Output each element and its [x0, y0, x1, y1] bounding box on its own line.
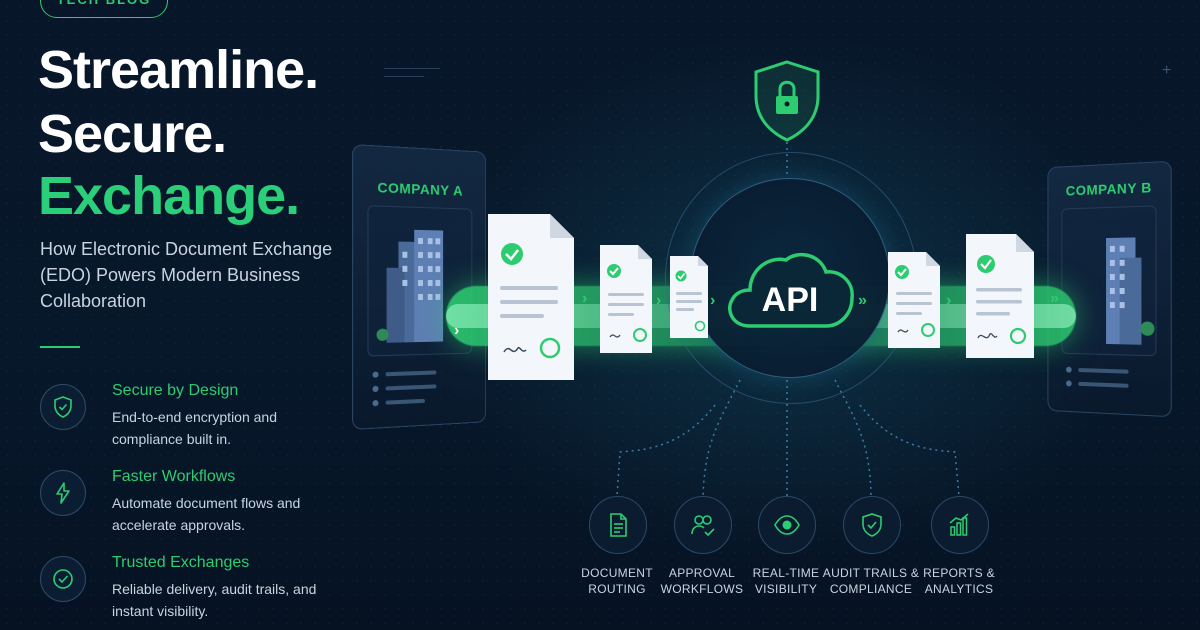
shield-check-icon	[40, 384, 86, 430]
document-card	[888, 252, 940, 348]
company-b-panel: COMPANY B	[1047, 160, 1172, 418]
feature-secure: Secure by Design End-to-end encryption a…	[40, 382, 370, 462]
eye-icon	[758, 496, 816, 554]
decor-line	[384, 68, 440, 69]
headline-line-1: Streamline.	[38, 40, 319, 100]
document-card	[600, 245, 652, 353]
capability-label: REPORTS &ANALYTICS	[923, 566, 995, 596]
feature-title: Secure by Design	[112, 382, 239, 399]
capability-label: AUDIT TRAILS &COMPLIANCE	[822, 566, 920, 596]
shield-lock-icon	[754, 60, 820, 142]
document-card	[966, 234, 1034, 358]
double-chevron-right-icon: »	[1050, 290, 1059, 307]
accent-divider	[40, 346, 80, 348]
document-card	[488, 214, 574, 380]
feature-title: Faster Workflows	[112, 468, 236, 485]
subtitle: How Electronic Document Exchange (EDO) P…	[40, 239, 333, 311]
plus-icon: +	[1162, 62, 1172, 79]
panel-list-lines	[1066, 366, 1129, 388]
headline-line-2: Secure.	[38, 104, 227, 164]
feature-title: Trusted Exchanges	[112, 554, 250, 571]
feature-trusted: Trusted Exchanges Reliable delivery, aud…	[40, 554, 370, 630]
chevron-right-icon: ›	[946, 292, 952, 309]
feature-description: Automate document flows and accelerate a…	[112, 495, 301, 533]
panel-list-lines	[372, 370, 437, 407]
company-a-panel: COMPANY A	[352, 144, 487, 430]
document-card	[670, 256, 708, 338]
company-b-label: COMPANY B	[1065, 179, 1152, 199]
check-circle-icon	[40, 556, 86, 602]
building-icon	[1106, 237, 1155, 345]
chevron-right-icon: ›	[710, 292, 716, 309]
cloud-icon	[728, 252, 854, 328]
feature-description: Reliable delivery, audit trails, and ins…	[112, 581, 317, 619]
feature-faster: Faster Workflows Automate document flows…	[40, 468, 370, 548]
company-b-screen	[1061, 205, 1157, 357]
chevron-right-icon: ›	[656, 292, 662, 309]
chevron-right-icon: ›	[582, 290, 588, 307]
building-icon	[376, 229, 444, 343]
feature-description: End-to-end encryption and compliance bui…	[112, 409, 277, 447]
headline-line-3: Exchange.	[38, 166, 300, 226]
api-label: API	[761, 281, 819, 319]
chevron-right-icon: ›	[454, 322, 460, 339]
decor-line	[384, 76, 424, 77]
shield-check-icon	[843, 496, 901, 554]
lightning-icon	[40, 470, 86, 516]
document-icon	[589, 496, 647, 554]
bar-chart-icon	[931, 496, 989, 554]
double-chevron-right-icon: »	[858, 292, 867, 309]
company-a-screen	[367, 205, 473, 357]
company-a-label: COMPANY A	[377, 179, 464, 199]
users-check-icon	[674, 496, 732, 554]
